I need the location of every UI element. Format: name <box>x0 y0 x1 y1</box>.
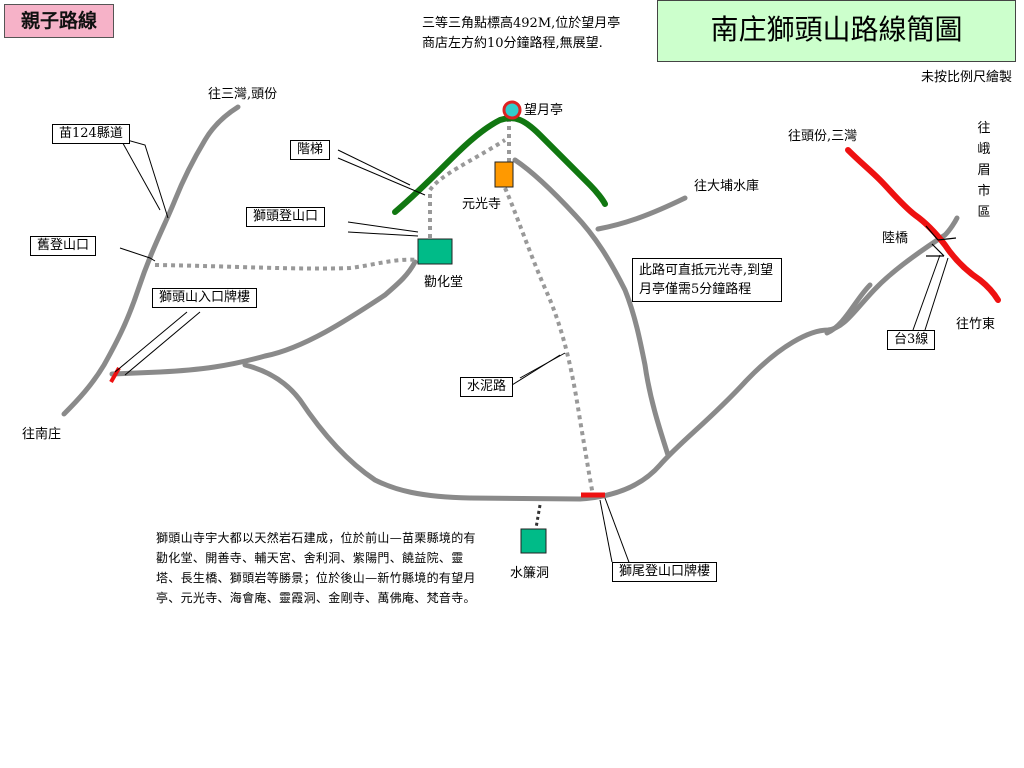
label-stairs: 階梯 <box>290 140 331 160</box>
label-lion-head-trailhead: 獅頭登山口 <box>246 207 326 227</box>
label-quanhua-hall: 勸化堂 <box>424 275 464 290</box>
summit-marker <box>502 100 522 120</box>
ridge-line <box>392 115 608 215</box>
trail-shuilian <box>534 504 542 529</box>
road-lower-loop <box>242 215 960 502</box>
trail-old-trailhead <box>154 257 419 271</box>
label-lu-bridge: 陸橋 <box>882 231 909 246</box>
label-cement-road: 水泥路 <box>460 377 514 397</box>
description-text: 獅頭山寺宇大都以天然岩石建成，位於前山—苗栗縣境的有勸化堂、開善寺、輔天宮、舍利… <box>156 531 476 605</box>
shuilian-cave-marker <box>520 528 547 554</box>
summit-elevation-note: 三等三角點標高492M,位於望月亭商店左方約10分鐘路程,無展望. <box>422 16 621 51</box>
road-tai3 <box>824 282 873 336</box>
label-lion-entrance-gate: 獅頭山入口牌樓 <box>152 288 258 308</box>
label-to-sanwan-toufen: 往三灣,頭份 <box>208 87 278 102</box>
label-shuilian-cave: 水簾洞 <box>510 566 550 581</box>
road-note-box: 此路可直抵元光寺,到望月亭僅需5分鐘路程 <box>632 258 782 302</box>
label-to-dapu-reservoir: 往大埔水庫 <box>694 179 760 194</box>
road-east-ridge <box>512 157 671 458</box>
label-to-emei: 往峨眉市區 <box>977 121 991 220</box>
road-miao124 <box>61 104 241 417</box>
label-tai3: 台3線 <box>887 330 936 350</box>
yuanguang-temple-marker <box>494 161 514 188</box>
trail-stairs <box>428 138 507 238</box>
route-type-badge: 親子路線 <box>4 4 114 38</box>
label-old-trailhead: 舊登山口 <box>30 236 97 256</box>
map-title: 南庄獅頭山路線簡圖 <box>657 0 1016 62</box>
trail-cement-road <box>503 187 595 496</box>
label-wangyue-pavilion: 望月亭 <box>524 103 564 118</box>
quanhua-hall-marker <box>417 238 453 265</box>
highway-route <box>845 147 1001 303</box>
label-miao124: 苗124縣道 <box>52 124 130 144</box>
label-to-zhudong: 往竹東 <box>956 317 996 332</box>
road-dapu <box>595 195 688 232</box>
label-lion-tail-gate: 獅尾登山口牌樓 <box>612 562 718 582</box>
label-to-toufen-sanwan: 往頭份,三灣 <box>788 129 858 144</box>
scale-note: 未按比例尺繪製 <box>920 70 1012 85</box>
road-main-lower <box>109 259 418 377</box>
label-yuanguang-temple: 元光寺 <box>462 197 502 212</box>
label-to-nanzhuang: 往南庄 <box>22 427 62 442</box>
